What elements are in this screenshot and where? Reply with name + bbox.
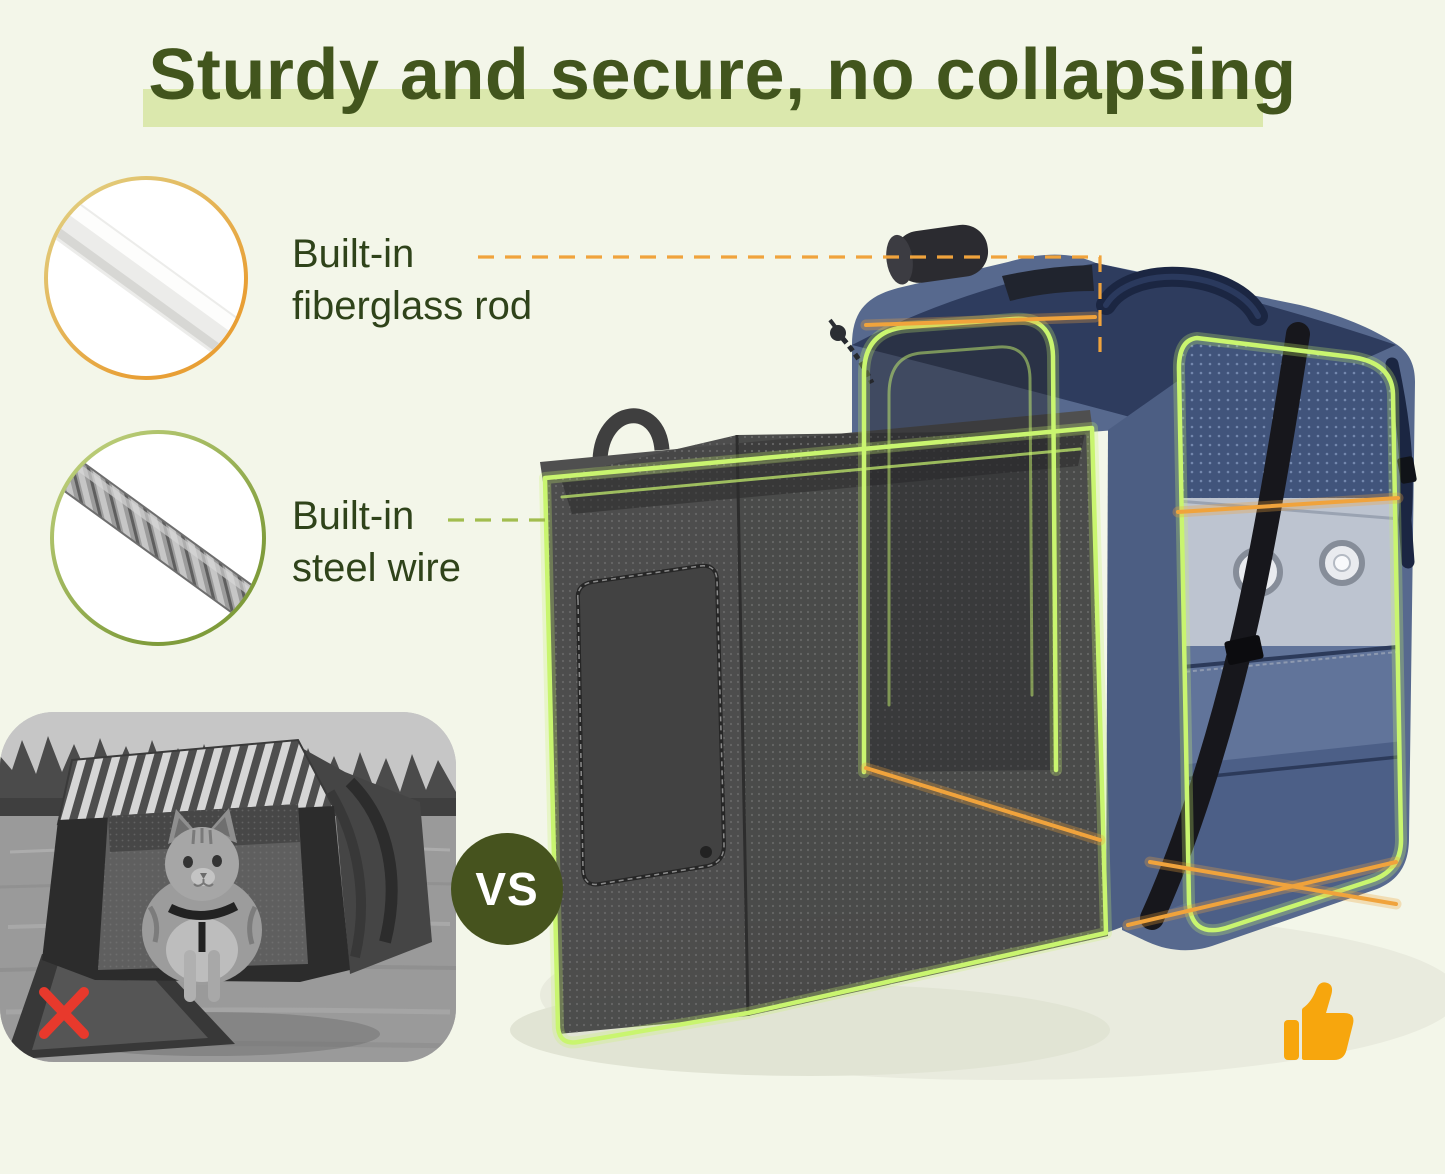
steel-wire-frame-outline — [539, 312, 1407, 1049]
pointer-dashes — [448, 255, 1102, 522]
x-mark-icon — [39, 987, 89, 1039]
mesh-expansion-box — [540, 318, 1108, 1034]
fiberglass-rod-label: Built-in fiberglass rod — [292, 228, 532, 332]
label-line: Built-in — [292, 232, 415, 276]
steel-wire-label: Built-in steel wire — [292, 490, 461, 594]
tunnel-opening — [864, 318, 1056, 772]
side-door — [575, 563, 727, 887]
thumbs-up-icon — [1284, 982, 1354, 1060]
top-vent-mesh — [1002, 265, 1094, 301]
box-handle — [592, 408, 670, 461]
page-title: Sturdy and secure, no collapsing — [148, 35, 1297, 115]
cat — [142, 808, 262, 1002]
title-highlight-bar — [143, 89, 1263, 127]
vs-badge: VS — [451, 833, 563, 945]
steel-wire-callout — [50, 430, 266, 646]
label-line: steel wire — [292, 546, 461, 590]
label-line: fiberglass rod — [292, 284, 533, 328]
rolled-mat — [886, 224, 989, 285]
strap-buckle — [1224, 635, 1264, 665]
steel-wire-icon — [54, 434, 262, 642]
bad-example-photo-image — [0, 712, 456, 1062]
blue-backpack — [828, 224, 1417, 951]
cat-harness — [167, 901, 239, 921]
fiberglass-rod-icon — [48, 180, 244, 376]
fiberglass-rod-pointer — [478, 255, 1102, 352]
bad-example-photo — [0, 712, 456, 1062]
fiberglass-rod-lines — [860, 311, 1404, 931]
fiberglass-rod-callout — [44, 176, 248, 380]
side-strap — [1385, 357, 1415, 569]
label-line: Built-in — [292, 494, 415, 538]
